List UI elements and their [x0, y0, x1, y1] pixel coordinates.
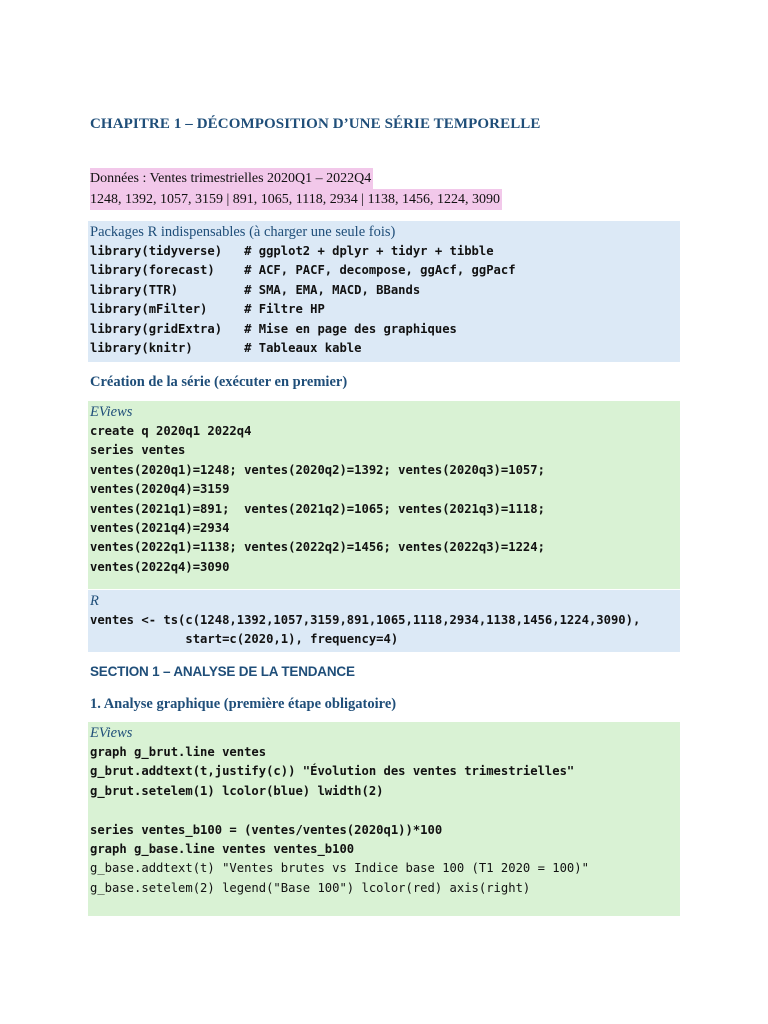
eviews-label: EViews — [90, 725, 133, 741]
eviews-label: EViews — [90, 404, 133, 420]
code-line: g_base.addtext(t) "Ventes brutes vs Indi… — [90, 861, 589, 876]
packages-box: Packages R indispensables (à charger une… — [88, 221, 680, 362]
code-line: ventes(2022q4)=3090 — [90, 559, 230, 574]
code-line: ventes(2021q1)=891; ventes(2021q2)=1065;… — [90, 501, 545, 516]
code-line: library(gridExtra) # Mise en page des gr… — [90, 321, 457, 336]
creation-r-box: R ventes <- ts(c(1248,1392,1057,3159,891… — [88, 590, 680, 652]
data-section: Données : Ventes trimestrielles 2020Q1 –… — [90, 168, 503, 210]
code-line: start=c(2020,1), frequency=4) — [90, 632, 399, 647]
creation-eviews-code: create q 2020q1 2022q4 series ventes vente… — [90, 422, 676, 577]
code-line: ventes <- ts(c(1248,1392,1057,3159,891,1… — [90, 613, 641, 627]
code-line: g_base.setelem(2) legend("Base 100") lco… — [90, 880, 531, 895]
code-line: library(mFilter) # Filtre HP — [90, 302, 325, 317]
code-line: g_brut.addtext(t,justify(c)) "Évolution … — [90, 764, 575, 779]
code-line: g_brut.setelem(1) lcolor(blue) lwidth(2) — [90, 783, 384, 798]
data-values: 1248, 1392, 1057, 3159 | 891, 1065, 1118… — [90, 189, 503, 210]
creation-r-code: ventes <- ts(c(1248,1392,1057,3159,891,1… — [90, 611, 676, 650]
code-line: library(tidyverse) # ggplot2 + dplyr + t… — [90, 244, 494, 258]
code-line — [90, 801, 676, 820]
code-line: library(TTR) # SMA, EMA, MACD, BBands — [90, 282, 421, 297]
packages-title: Packages R indispensables (à charger une… — [90, 224, 396, 240]
chapter-title: CHAPITRE 1 – DÉCOMPOSITION D’UNE SÉRIE T… — [90, 116, 541, 132]
code-line: ventes(2021q4)=2934 — [90, 521, 230, 536]
creation-heading: Création de la série (exécuter en premie… — [90, 374, 348, 390]
code-line: library(knitr) # Tableaux kable — [90, 341, 362, 356]
code-line: graph g_base.line ventes ventes_b100 — [90, 842, 355, 857]
graph-eviews-code: graph g_brut.line ventes g_brut.addtext(t… — [90, 743, 676, 898]
creation-eviews-box: EViews create q 2020q1 2022q4 series vent… — [88, 401, 680, 589]
r-label: R — [90, 593, 99, 609]
graph-eviews-box: EViews graph g_brut.line ventes g_brut.ad… — [88, 722, 680, 916]
packages-code: library(tidyverse) # ggplot2 + dplyr + t… — [90, 242, 676, 358]
code-line: create q 2020q1 2022q4 — [90, 424, 252, 438]
code-line: series ventes_b100 = (ventes/ventes(2020… — [90, 822, 443, 837]
code-line: graph g_brut.line ventes — [90, 745, 267, 759]
subsection-1-title: 1. Analyse graphique (première étape obl… — [90, 696, 397, 712]
code-line: series ventes — [90, 443, 186, 458]
code-line: ventes(2020q4)=3159 — [90, 482, 230, 497]
data-title: Données : Ventes trimestrielles 2020Q1 –… — [90, 168, 374, 189]
code-line: ventes(2020q1)=1248; ventes(2020q2)=1392… — [90, 462, 545, 477]
code-line: library(forecast) # ACF, PACF, decompose… — [90, 263, 516, 278]
section-1-title: SECTION 1 – ANALYSE DE LA TENDANCE — [90, 664, 355, 679]
code-line: ventes(2022q1)=1138; ventes(2022q2)=1456… — [90, 540, 545, 555]
